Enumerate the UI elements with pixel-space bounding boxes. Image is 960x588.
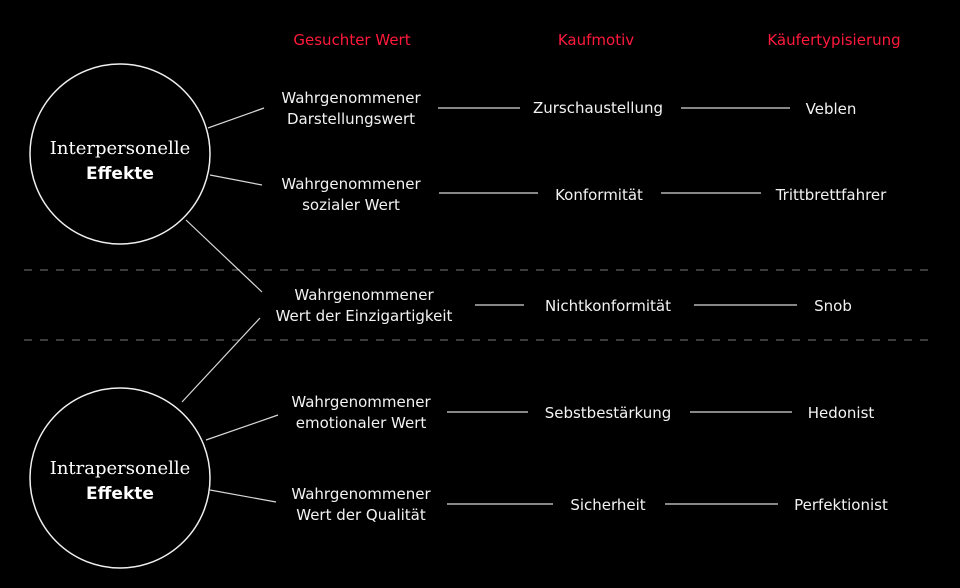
buyer-type: Snob <box>814 297 852 315</box>
row-darstellungswert: Wahrgenommener Darstellungswert Zurschau… <box>281 89 856 128</box>
motive: Sebstbestärkung <box>545 404 672 422</box>
value-line2: emotionaler Wert <box>296 414 427 432</box>
circle-intrapersonal: Intrapersonelle Effekte <box>29 387 211 569</box>
buyer-type: Veblen <box>806 100 857 118</box>
circle-label-line1: Intrapersonelle <box>50 458 191 479</box>
value-line1: Wahrgenommener <box>281 175 421 193</box>
header-gesuchter-wert: Gesuchter Wert <box>293 31 410 49</box>
row-emotionaler-wert: Wahrgenommener emotionaler Wert Sebstbes… <box>291 393 874 432</box>
motive: Zurschaustellung <box>533 99 663 117</box>
motive: Nichtkonformität <box>545 297 671 315</box>
value-line2: Darstellungswert <box>287 110 415 128</box>
header-kaufmotiv: Kaufmotiv <box>558 31 634 49</box>
circle-label-line1: Interpersonelle <box>50 138 190 159</box>
circle-interpersonal: Interpersonelle Effekte <box>29 63 211 245</box>
value-line1: Wahrgenommener <box>291 485 431 503</box>
buyer-type: Hedonist <box>808 404 875 422</box>
value-line2: Wert der Qualität <box>296 506 426 524</box>
value-line2: sozialer Wert <box>302 196 400 214</box>
value-line1: Wahrgenommener <box>291 393 431 411</box>
motive: Sicherheit <box>570 496 645 514</box>
motive: Konformität <box>555 186 643 204</box>
row-sozialer-wert: Wahrgenommener sozialer Wert Konformität… <box>281 175 887 214</box>
buyer-type: Trittbrettfahrer <box>775 186 887 204</box>
header-kaeufertypisierung: Käufertypisierung <box>767 31 900 49</box>
value-line1: Wahrgenommener <box>294 286 434 304</box>
value-line2: Wert der Einzigartigkeit <box>276 307 453 325</box>
circle-label-line2: Effekte <box>86 484 154 504</box>
row-einzigartigkeit: Wahrgenommener Wert der Einzigartigkeit … <box>276 286 852 325</box>
circle-label-line2: Effekte <box>86 164 154 184</box>
value-line1: Wahrgenommener <box>281 89 421 107</box>
circle-connectors <box>181 107 279 503</box>
buyer-type: Perfektionist <box>794 496 888 514</box>
row-qualitaet: Wahrgenommener Wert der Qualität Sicherh… <box>291 485 888 524</box>
